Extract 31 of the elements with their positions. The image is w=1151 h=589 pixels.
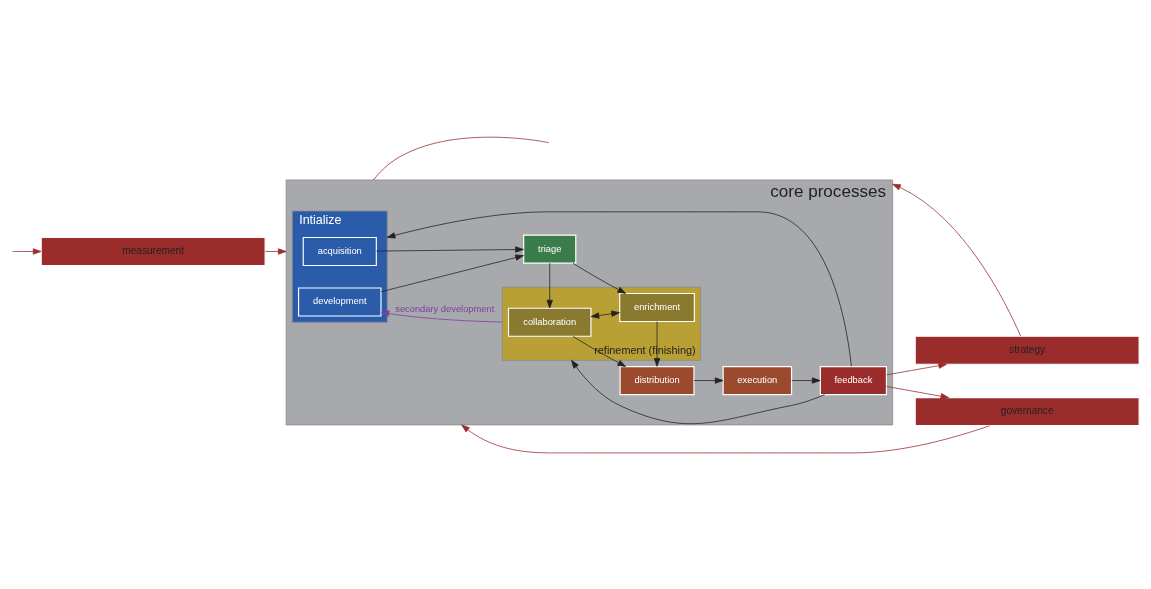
node-box: enrichment bbox=[619, 292, 695, 322]
arrow bbox=[886, 362, 947, 375]
arrow bbox=[892, 183, 1021, 336]
arrow bbox=[572, 262, 627, 294]
arrow bbox=[590, 310, 620, 319]
arrow bbox=[380, 254, 524, 292]
arrow bbox=[461, 424, 991, 453]
arrow bbox=[386, 210, 852, 367]
arrow bbox=[376, 245, 524, 253]
node-box: governance bbox=[914, 396, 1140, 426]
node-box: acquisition bbox=[302, 236, 377, 266]
arrow bbox=[546, 262, 553, 308]
arrow bbox=[693, 376, 724, 384]
node-box: strategy bbox=[914, 335, 1140, 365]
arrow bbox=[571, 359, 826, 424]
node-box: execution bbox=[722, 365, 793, 395]
edge-label: secondary development bbox=[395, 303, 495, 314]
arrow bbox=[886, 385, 950, 399]
arrow bbox=[264, 247, 287, 255]
connector bbox=[373, 136, 550, 180]
node-box: distribution bbox=[619, 365, 695, 395]
node-box: development bbox=[298, 286, 382, 317]
arrow bbox=[653, 320, 661, 367]
arrow bbox=[791, 376, 821, 384]
arrow bbox=[12, 247, 42, 255]
arrow bbox=[380, 309, 503, 322]
arrow bbox=[572, 335, 627, 367]
node-box: measurement bbox=[40, 236, 266, 266]
node-box: feedback bbox=[819, 365, 887, 395]
node-box: collaboration bbox=[507, 307, 592, 337]
node-box: triage bbox=[523, 234, 577, 264]
